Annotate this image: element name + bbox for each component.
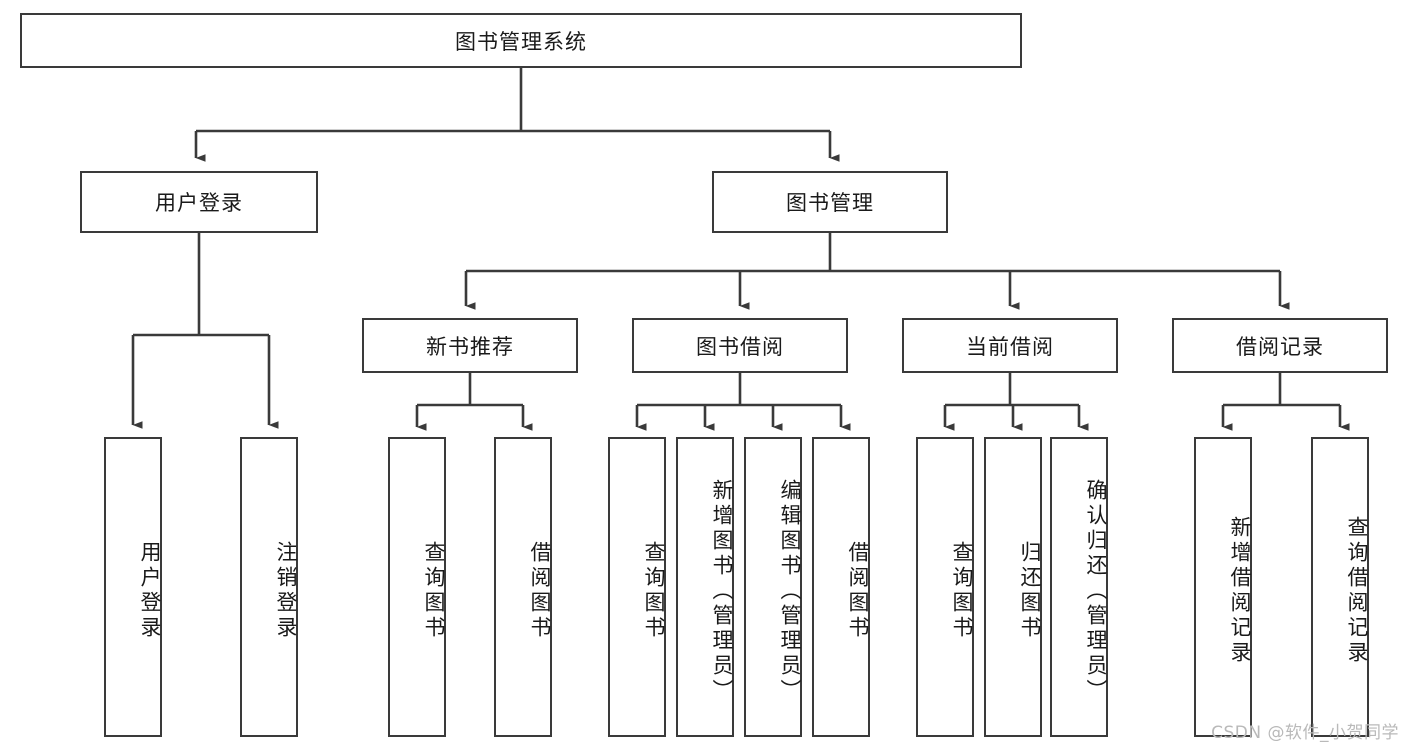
leaf-user-logout-label: 注销登录 [274,541,298,641]
leaf-edit-book-label: 编辑图书（管理员） [778,478,802,704]
leaf-confirm-return-label: 确认归还（管理员） [1084,478,1108,704]
node-book-borrow[interactable]: 图书借阅 [632,318,848,373]
node-book-manage-label: 图书管理 [786,191,874,215]
leaf-borrow-book-2-label: 借阅图书 [846,541,870,641]
node-user-login-label: 用户登录 [155,191,243,215]
leaf-query-book-1-label: 查询图书 [422,541,446,641]
leaf-add-book[interactable]: 新增图书（管理员） [676,437,734,737]
leaf-return-book[interactable]: 归还图书 [984,437,1042,737]
node-new-book-rec-label: 新书推荐 [426,334,514,359]
leaf-edit-book[interactable]: 编辑图书（管理员） [744,437,802,737]
leaf-return-book-label: 归还图书 [1018,541,1042,641]
node-root-label: 图书管理系统 [455,29,587,54]
leaf-borrow-book-1-label: 借阅图书 [528,541,552,641]
leaf-add-record-label: 新增借阅记录 [1228,516,1252,666]
leaf-borrow-book-2[interactable]: 借阅图书 [812,437,870,737]
leaf-query-record[interactable]: 查询借阅记录 [1311,437,1369,737]
leaf-query-book-2[interactable]: 查询图书 [608,437,666,737]
leaf-user-login[interactable]: 用户登录 [104,437,162,737]
node-borrow-record[interactable]: 借阅记录 [1172,318,1388,373]
node-book-manage[interactable]: 图书管理 [712,171,948,233]
node-book-borrow-label: 图书借阅 [696,334,784,359]
leaf-user-logout[interactable]: 注销登录 [240,437,298,737]
node-new-book-rec[interactable]: 新书推荐 [362,318,578,373]
node-current-borrow[interactable]: 当前借阅 [902,318,1118,373]
leaf-query-book-3-label: 查询图书 [950,541,974,641]
watermark: CSDN @软件_小贺同学 [1211,723,1399,743]
leaf-query-record-label: 查询借阅记录 [1345,516,1369,666]
leaf-query-book-3[interactable]: 查询图书 [916,437,974,737]
node-root[interactable]: 图书管理系统 [20,13,1022,68]
node-borrow-record-label: 借阅记录 [1236,334,1324,359]
leaf-add-record[interactable]: 新增借阅记录 [1194,437,1252,737]
leaf-add-book-label: 新增图书（管理员） [710,478,734,704]
leaf-user-login-label: 用户登录 [138,541,162,641]
node-user-login[interactable]: 用户登录 [80,171,318,233]
node-current-borrow-label: 当前借阅 [966,334,1054,359]
leaf-confirm-return[interactable]: 确认归还（管理员） [1050,437,1108,737]
leaf-borrow-book-1[interactable]: 借阅图书 [494,437,552,737]
leaf-query-book-1[interactable]: 查询图书 [388,437,446,737]
leaf-query-book-2-label: 查询图书 [642,541,666,641]
